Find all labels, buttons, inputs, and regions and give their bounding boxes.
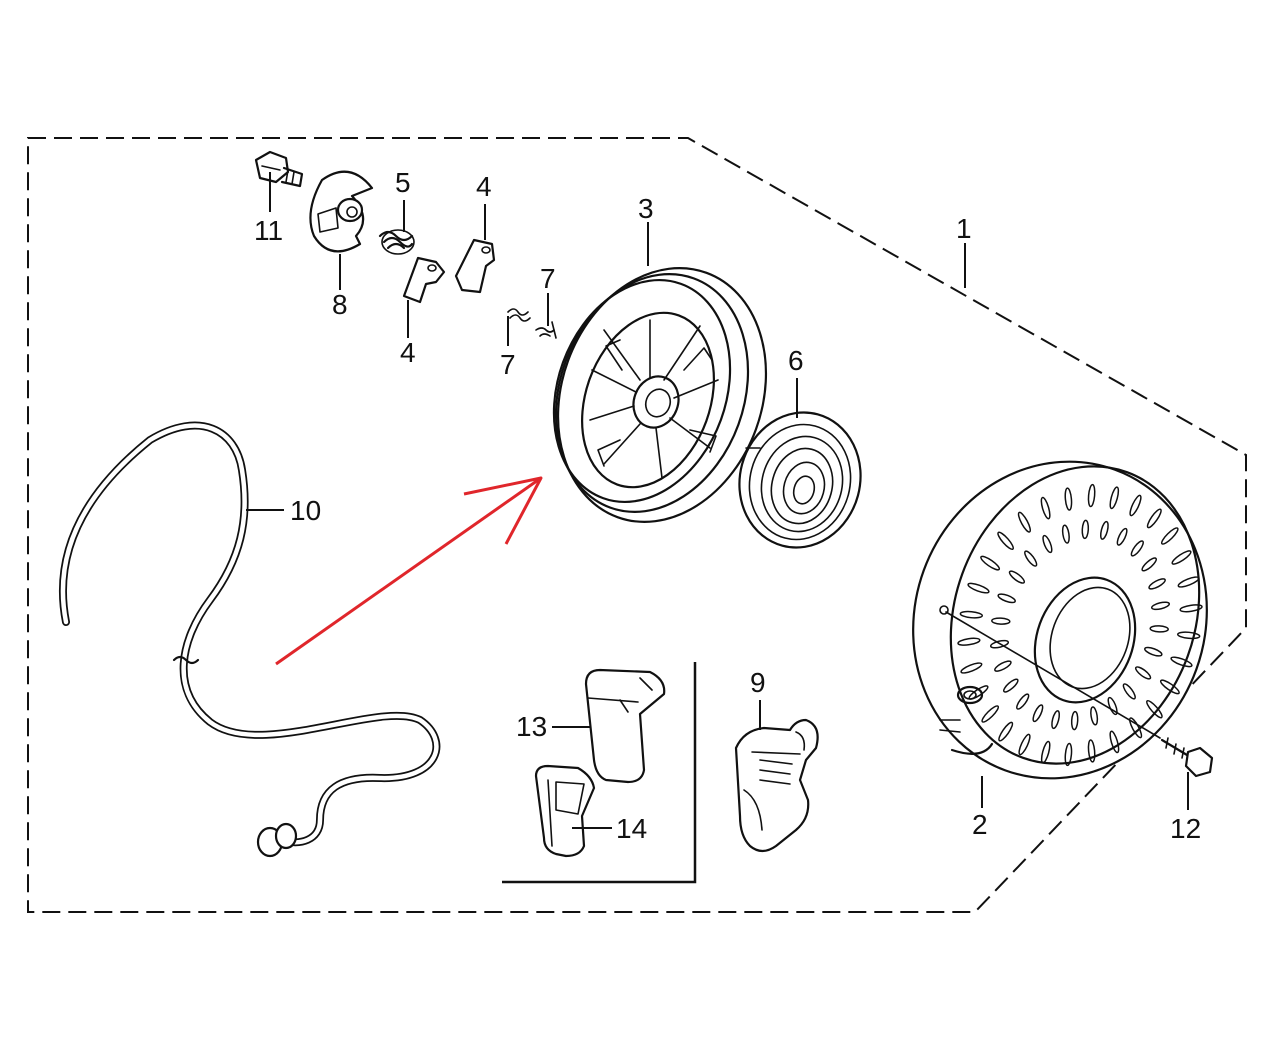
callout-14: 14 [616,813,647,844]
case-vent-slot [1116,527,1128,546]
part-2-starter-case [912,460,1208,780]
case-vent-slot [994,660,1012,672]
handle-group-bracket [502,662,697,884]
case-vent-slot [1149,625,1169,633]
case-vent-slot [1150,601,1171,611]
case-vent-slot [1129,494,1142,517]
case-vent-slot [1016,693,1030,710]
case-vent-slot [1148,578,1166,590]
callout-2: 2 [972,809,988,840]
case-vent-slot [1176,631,1201,640]
case-vent-slot [1017,511,1032,533]
callout-7-lower: 7 [500,349,516,380]
part-5-spring [378,229,415,255]
case-vent-slot [1179,604,1203,613]
case-vent-slot [1051,710,1061,730]
callout-12: 12 [1170,813,1201,844]
case-vent-slot [1141,557,1158,572]
case-vent-slot [1090,706,1099,726]
case-vent-slot [1109,486,1120,510]
case-vent-slot [991,617,1011,625]
part-13-handle-grip [584,668,666,784]
part-6-spiral-spring [738,411,862,549]
case-vent-slot [989,639,1010,649]
case-vent-slot [1018,733,1031,756]
part-7-springs [507,308,557,339]
case-vent-slot [1061,524,1070,544]
case-vent-slot [981,705,1000,723]
case-vent-slot [1032,704,1044,723]
case-vent-slot [1146,699,1163,719]
case-vent-slot [1024,550,1038,567]
callout-10: 10 [290,495,321,526]
case-vent-slot [959,610,984,619]
case-vent-slot [1099,520,1109,540]
case-vent-slot [1064,487,1073,511]
case-vent-slot [998,721,1014,742]
part-4-ratchet-upper [454,238,496,294]
part-12-bolt [1160,737,1214,778]
case-vent-slot [980,555,1001,571]
callout-11: 11 [254,215,283,246]
case-vent-slot [1040,740,1051,764]
case-vent-slot [1177,576,1200,588]
part-9-handle [734,718,819,853]
case-vent-slot [1159,679,1180,695]
case-vent-slot [1171,550,1192,565]
part-10-starter-rope [58,421,441,858]
case-vent-slot [1042,534,1053,554]
case-vent-slot [1087,739,1096,763]
part-4-ratchet-lower [402,256,446,304]
case-vent-slot [1170,656,1193,668]
case-vent-slot [1064,742,1073,767]
part-8-drive-plate [309,170,374,253]
case-vent-slot [1040,496,1051,520]
callout-5: 5 [395,167,411,198]
case-vent-slot [997,531,1014,551]
callout-4-lower: 4 [400,337,416,368]
leader-lines [246,172,1189,829]
case-vent-slot [1008,570,1026,584]
case-vent-slot [1081,519,1090,540]
case-vent-slot [1087,483,1096,508]
case-vent-slot [1134,666,1152,680]
case-vent-slot [1107,696,1118,716]
case-vent-slot [1070,710,1079,731]
case-vent-slot [1002,678,1019,693]
part-14-handle-insert [534,764,596,858]
case-vent-slot [1130,540,1144,557]
callout-6: 6 [788,345,804,376]
red-indicator-arrow [275,476,543,666]
callout-3: 3 [638,193,654,224]
callout-13: 13 [516,711,547,742]
callout-7-upper: 7 [540,263,556,294]
case-vent-slot [1144,646,1163,657]
case-vent-slot [997,593,1016,604]
part-11-bolt [254,150,304,188]
callout-8: 8 [332,289,348,320]
case-vent-slot [1109,730,1120,754]
case-vent-slot [1128,717,1143,739]
callout-4-upper: 4 [476,171,492,202]
case-vent-slot [1122,683,1136,700]
case-vent-slot [1146,508,1162,529]
part-3-starter-reel [552,267,768,523]
callout-1: 1 [956,213,972,244]
case-vent-slot [957,637,981,646]
case-vent-slot [1160,527,1179,545]
assembly-boundary-dashed [27,137,1247,913]
case-vent-slot [967,582,990,594]
callout-9: 9 [750,667,766,698]
case-vent-slot [960,662,983,674]
